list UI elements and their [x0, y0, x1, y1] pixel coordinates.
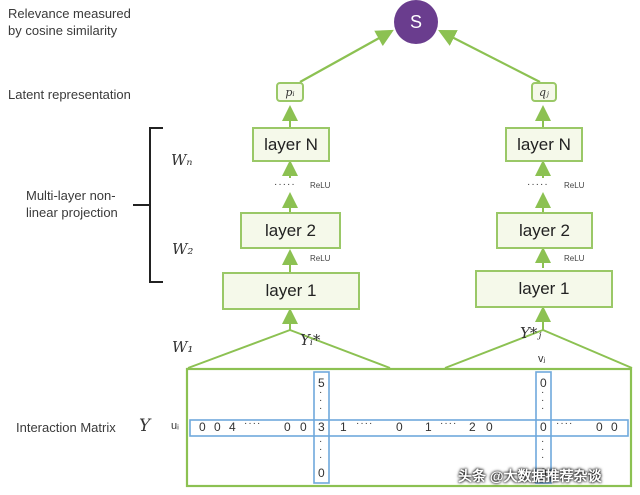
matrix-col1-dots-lower: ···: [319, 436, 323, 463]
matrix-col2-dots-lower: ···: [541, 436, 545, 463]
matrix-cell: 2: [469, 420, 476, 434]
matrix-cell: 0: [300, 420, 307, 434]
left-latent-label: pᵢ: [285, 85, 295, 99]
right-layer-1: layer 1: [475, 270, 613, 308]
interaction-label: Interaction Matrix: [16, 420, 116, 435]
matrix-cell: 0: [214, 420, 221, 434]
right-layer-n-label: layer N: [517, 134, 571, 154]
funnel-left-a: [187, 329, 291, 369]
matrix-col-highlight-1: [313, 371, 330, 484]
funnel-left-b: [289, 329, 391, 369]
right-relu-lower: ReLU: [564, 254, 585, 263]
right-input-label: Y*ⱼ: [520, 324, 542, 342]
interaction-symbol: Y: [139, 416, 151, 436]
matrix-col1-top: 5: [318, 376, 325, 390]
matrix-row-label: uᵢ: [171, 420, 179, 432]
relevance-label-line2: by cosine similarity: [8, 23, 118, 38]
right-latent-box: qⱼ: [531, 82, 557, 102]
matrix-col2-dots-upper: ···: [541, 387, 545, 414]
matrix-cell: 4: [229, 420, 236, 434]
left-dots: ·····: [274, 179, 296, 190]
right-relu-upper: ReLU: [564, 181, 585, 190]
matrix-row-highlight: [189, 419, 629, 437]
matrix-col2-bottom: 0: [540, 466, 547, 480]
matrix-cell: ····: [556, 418, 574, 429]
left-relu-lower: ReLU: [310, 254, 331, 263]
matrix-col2-top: 0: [540, 376, 547, 390]
matrix-col2-cross: 0: [540, 420, 547, 434]
matrix-cell: 0: [396, 420, 403, 434]
matrix-col-label: vⱼ: [538, 353, 546, 365]
matrix-cell: ····: [244, 418, 262, 429]
matrix-cell: 1: [425, 420, 432, 434]
left-input-label: Yᵢ*: [300, 331, 321, 349]
weight-w2: W₂: [172, 240, 194, 258]
left-layer-2: layer 2: [240, 212, 341, 249]
matrix-cell: 0: [199, 420, 206, 434]
matrix-col-highlight-2: [535, 371, 552, 484]
left-layer-n: layer N: [252, 127, 330, 162]
matrix-col1-bottom: 0: [318, 466, 325, 480]
right-layer-2-label: layer 2: [518, 220, 571, 240]
multilayer-label-line1: Multi-layer non-: [26, 188, 116, 203]
matrix-col1-cross: 3: [318, 420, 325, 434]
arrow-p-to-s: [299, 29, 394, 83]
right-layer-1-label: layer 1: [518, 279, 570, 298]
left-layer-1-label: layer 1: [265, 281, 317, 300]
weight-w1: W₁: [172, 338, 194, 356]
left-layer-2-label: layer 2: [264, 220, 317, 240]
matrix-cell: 0: [486, 420, 493, 434]
weight-wn: Wₙ: [171, 151, 193, 169]
multilayer-label-line2: linear projection: [26, 205, 118, 220]
matrix-cell: 0: [611, 420, 618, 434]
matrix-col1-dots-upper: ···: [319, 387, 323, 414]
left-relu-upper: ReLU: [310, 181, 331, 190]
matrix-cell: 0: [284, 420, 291, 434]
matrix-cell: ····: [356, 418, 374, 429]
relevance-label-line1: Relevance measured: [8, 6, 131, 21]
matrix-cell: ····: [440, 418, 458, 429]
right-layer-n: layer N: [505, 127, 583, 162]
right-dots: ·····: [527, 179, 549, 190]
matrix-cell: 1: [340, 420, 347, 434]
left-layer-n-label: layer N: [264, 134, 318, 154]
right-layer-2: layer 2: [496, 212, 593, 249]
similarity-node: S: [394, 0, 438, 44]
left-latent-box: pᵢ: [276, 82, 304, 102]
bracket: [149, 127, 163, 283]
matrix-frame: [185, 367, 633, 488]
similarity-symbol: S: [409, 11, 422, 32]
right-latent-label: qⱼ: [539, 85, 549, 99]
funnel-right-b: [542, 329, 633, 369]
latent-label: Latent representation: [8, 87, 131, 102]
arrow-q-to-s: [438, 30, 541, 83]
funnel-right-a: [444, 329, 544, 369]
matrix-cell: 0: [596, 420, 603, 434]
left-layer-1: layer 1: [222, 272, 360, 310]
watermark: 头条 @大数据推荐杂谈: [458, 468, 602, 484]
